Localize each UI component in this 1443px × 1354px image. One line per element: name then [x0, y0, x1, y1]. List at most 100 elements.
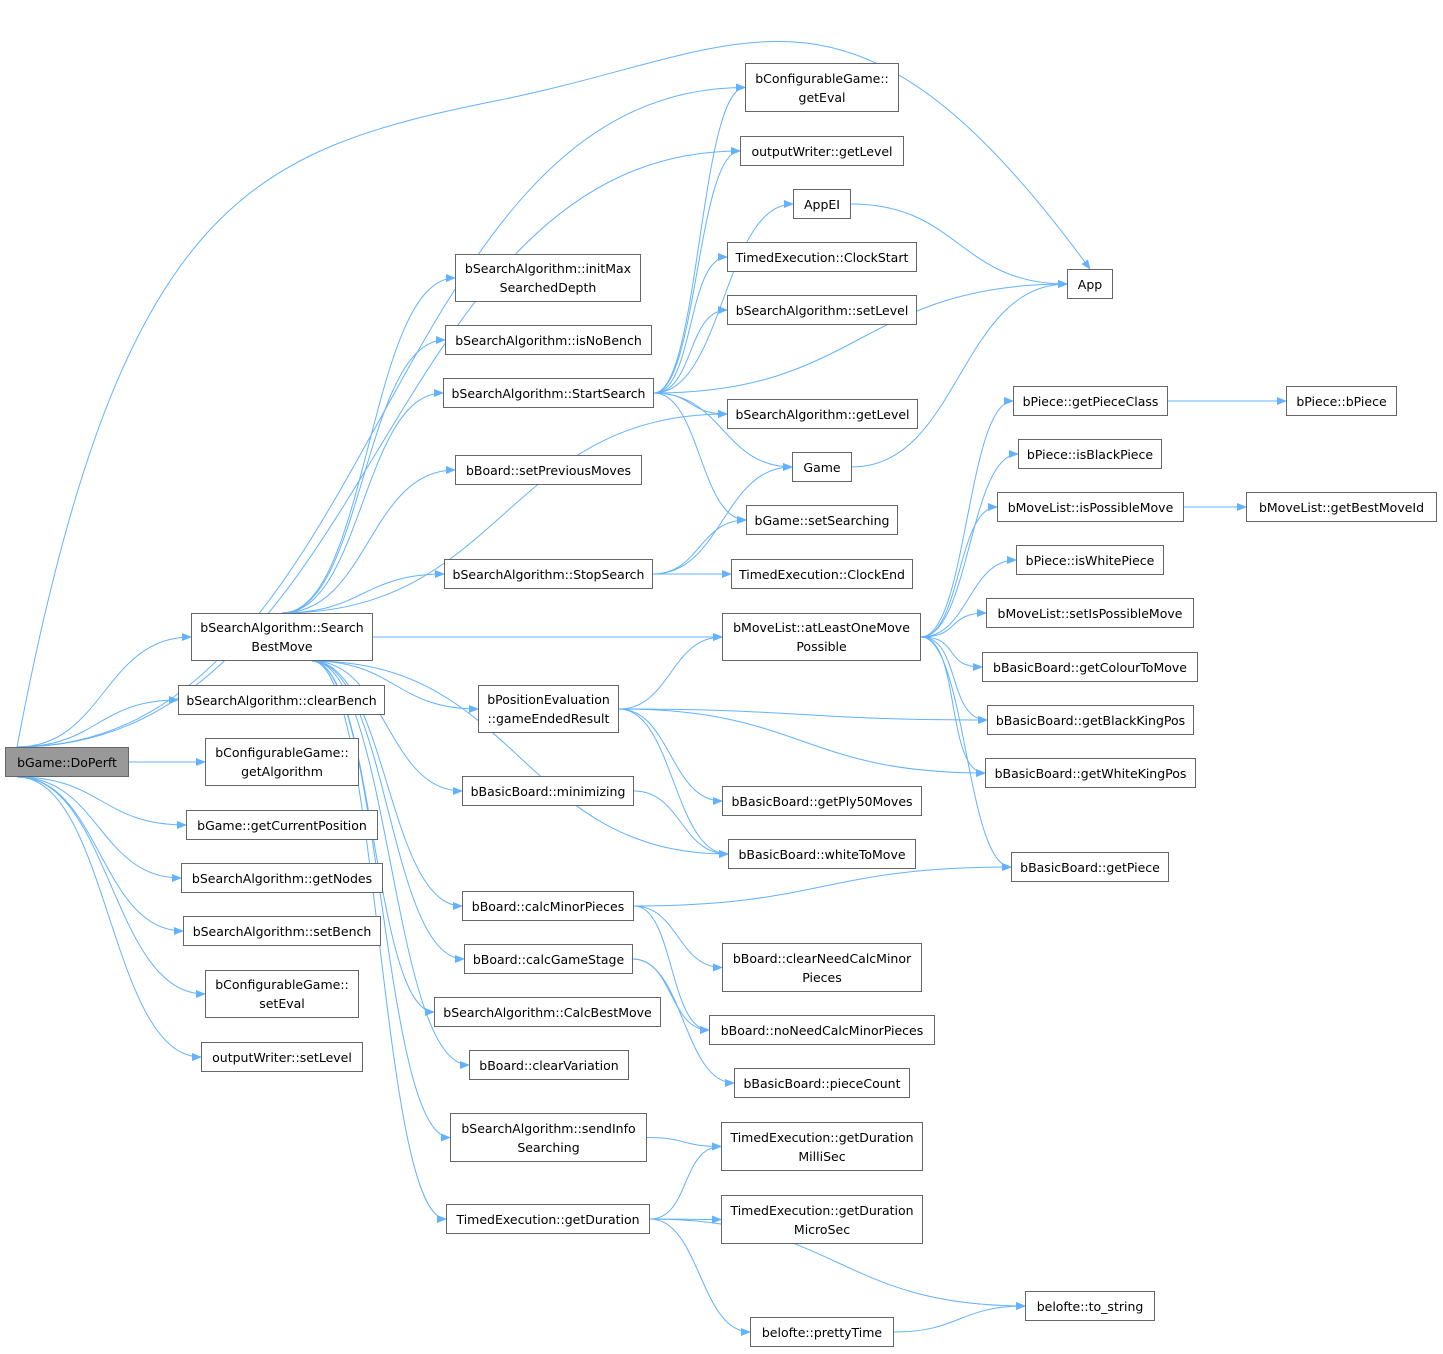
node-calc-game-stage[interactable]: bBoard::calcGameStage	[464, 944, 633, 974]
node-sa-get-level[interactable]: bSearchAlgorithm::getLevel	[727, 399, 918, 429]
edge-minimizing-to-whiteToMove	[633, 790, 729, 858]
edge-getDuration-to-prettyTime	[649, 1218, 751, 1336]
edge-searchBest-to-whiteToMove	[311, 660, 729, 858]
edge-appEI-to-app	[850, 203, 1068, 288]
edge-startSearch-to-getEval	[653, 83, 746, 394]
edge-searchBest-to-saGetLevel	[281, 410, 728, 614]
edge-calcMinor-to-noNeedCalc	[633, 905, 710, 1034]
node-dur-milli[interactable]: TimedExecution::getDuration MilliSec	[721, 1122, 923, 1171]
node-app[interactable]: App	[1067, 269, 1113, 299]
edge-doPerft-to-getEval	[16, 83, 746, 748]
node-search-best[interactable]: bSearchAlgorithm::Search BestMove	[191, 613, 373, 661]
edge-searchBest-to-clearVariation	[311, 660, 470, 1069]
edge-gameEnded-to-ply50	[618, 708, 723, 805]
node-game-ended[interactable]: bPositionEvaluation ::gameEndedResult	[478, 685, 619, 733]
node-clock-start[interactable]: TimedExecution::ClockStart	[727, 242, 917, 272]
node-get-nodes[interactable]: bSearchAlgorithm::getNodes	[181, 863, 383, 893]
node-set-is-possible[interactable]: bMoveList::setIsPossibleMove	[986, 598, 1194, 628]
edge-getDuration-to-durMilli	[649, 1142, 722, 1220]
node-get-piece-class[interactable]: bPiece::getPieceClass	[1013, 386, 1168, 416]
node-calc-best-move[interactable]: bSearchAlgorithm::CalcBestMove	[434, 997, 661, 1027]
edge-searchBest-to-minimizing	[311, 660, 463, 795]
node-ply50[interactable]: bBasicBoard::getPly50Moves	[722, 786, 922, 816]
edge-atLeastOne-to-isBlack	[920, 450, 1019, 638]
node-ow-set-level[interactable]: outputWriter::setLevel	[201, 1042, 363, 1072]
edge-searchBest-to-gameEnded	[311, 660, 479, 713]
node-clear-variation[interactable]: bBoard::clearVariation	[469, 1050, 629, 1080]
edge-doPerft-to-owGetLevel	[16, 147, 741, 748]
edge-doPerft-to-owSetLevel	[16, 776, 202, 1061]
node-clear-need-calc[interactable]: bBoard::clearNeedCalcMinor Pieces	[722, 943, 922, 992]
edge-gameEnded-to-blackKing	[618, 708, 988, 724]
node-is-no-bench[interactable]: bSearchAlgorithm::isNoBench	[445, 325, 652, 355]
edge-atLeastOne-to-isPossible	[920, 503, 998, 638]
node-set-bench[interactable]: bSearchAlgorithm::setBench	[183, 916, 381, 946]
node-sa-set-level[interactable]: bSearchAlgorithm::setLevel	[727, 295, 917, 325]
edge-startSearch-to-owGetLevel	[653, 147, 741, 394]
node-get-eval[interactable]: bConfigurableGame:: getEval	[745, 63, 899, 112]
edge-stopSearch-to-setSearching	[652, 516, 747, 575]
edge-doPerft-to-getCurrentPosition	[16, 776, 187, 829]
node-start-search[interactable]: bSearchAlgorithm::StartSearch	[443, 378, 654, 408]
node-is-black[interactable]: bPiece::isBlackPiece	[1018, 439, 1162, 469]
node-send-info[interactable]: bSearchAlgorithm::sendInfo Searching	[450, 1113, 647, 1162]
node-white-to-move[interactable]: bBasicBoard::whiteToMove	[728, 839, 916, 869]
node-piece-count[interactable]: bBasicBoard::pieceCount	[734, 1068, 910, 1098]
node-stop-search[interactable]: bSearchAlgorithm::StopSearch	[444, 559, 653, 589]
node-dur-micro[interactable]: TimedExecution::getDuration MicroSec	[721, 1195, 923, 1244]
node-get-duration[interactable]: TimedExecution::getDuration	[446, 1204, 650, 1234]
node-minimizing[interactable]: bBasicBoard::minimizing	[462, 776, 634, 806]
node-do-perft[interactable]: bGame::DoPerft	[5, 747, 129, 777]
edge-doPerft-to-clearBench	[16, 696, 179, 748]
edge-doPerft-to-setEval	[16, 776, 206, 998]
edge-stopSearch-to-game	[652, 463, 793, 575]
edge-searchBest-to-calcMinor	[311, 660, 463, 910]
edge-atLeastOne-to-blackKing	[920, 636, 988, 724]
edge-startSearch-to-app	[653, 280, 1068, 394]
node-init-max[interactable]: bSearchAlgorithm::initMax SearchedDepth	[455, 254, 641, 302]
node-clear-bench[interactable]: bSearchAlgorithm::clearBench	[178, 685, 385, 715]
node-pretty-time[interactable]: belofte::prettyTime	[750, 1317, 894, 1347]
node-colour-to-move[interactable]: bBasicBoard::getColourToMove	[982, 652, 1198, 682]
edge-gameEnded-to-whiteToMove	[618, 708, 729, 858]
node-clock-end[interactable]: TimedExecution::ClockEnd	[731, 559, 913, 589]
edge-searchBest-to-initMax	[281, 274, 456, 614]
node-best-move-id[interactable]: bMoveList::getBestMoveId	[1246, 492, 1437, 522]
node-game[interactable]: Game	[792, 452, 852, 482]
node-at-least-one[interactable]: bMoveList::atLeastOneMove Possible	[722, 613, 921, 661]
node-white-king[interactable]: bBasicBoard::getWhiteKingPos	[985, 758, 1196, 788]
edge-searchBest-to-stopSearch	[281, 570, 445, 614]
edge-prettyTime-to-toString	[893, 1302, 1026, 1333]
node-get-current-position[interactable]: bGame::getCurrentPosition	[186, 810, 378, 840]
node-get-piece[interactable]: bBasicBoard::getPiece	[1011, 852, 1169, 882]
edge-atLeastOne-to-colourToMove	[920, 636, 983, 671]
edge-startSearch-to-appEI	[653, 200, 794, 394]
edge-startSearch-to-clockStart	[653, 253, 728, 394]
node-b-piece[interactable]: bPiece::bPiece	[1286, 386, 1397, 416]
edge-calcMinor-to-clearNeedCalc	[633, 905, 723, 972]
edge-startSearch-to-setSearching	[653, 392, 747, 524]
node-is-possible[interactable]: bMoveList::isPossibleMove	[997, 492, 1184, 522]
node-calc-minor[interactable]: bBoard::calcMinorPieces	[462, 891, 634, 921]
edge-atLeastOne-to-isWhite	[920, 556, 1017, 638]
node-ow-get-level[interactable]: outputWriter::getLevel	[740, 136, 904, 166]
node-is-white[interactable]: bPiece::isWhitePiece	[1016, 545, 1164, 575]
node-set-eval[interactable]: bConfigurableGame:: setEval	[205, 970, 359, 1018]
edge-atLeastOne-to-getPiece	[920, 636, 1012, 871]
edge-searchBest-to-calcGameStage	[311, 660, 465, 963]
node-to-string[interactable]: belofte::to_string	[1025, 1291, 1155, 1321]
node-black-king[interactable]: bBasicBoard::getBlackKingPos	[987, 705, 1194, 735]
edge-atLeastOne-to-whiteKing	[920, 636, 986, 777]
edge-atLeastOne-to-getPieceClass	[920, 397, 1014, 638]
edge-searchBest-to-setPrevMoves	[281, 466, 456, 614]
node-set-searching[interactable]: bGame::setSearching	[746, 505, 898, 535]
edge-gameEnded-to-atLeastOne	[618, 633, 723, 710]
node-no-need-calc[interactable]: bBoard::noNeedCalcMinorPieces	[709, 1015, 935, 1045]
node-app-e-i[interactable]: AppEI	[793, 189, 851, 219]
node-set-prev-moves[interactable]: bBoard::setPreviousMoves	[455, 455, 642, 485]
edge-gameEnded-to-whiteKing	[618, 708, 986, 777]
node-get-algorithm[interactable]: bConfigurableGame:: getAlgorithm	[205, 738, 359, 786]
edge-doPerft-to-getNodes	[16, 776, 182, 882]
edge-searchBest-to-startSearch	[281, 389, 444, 614]
